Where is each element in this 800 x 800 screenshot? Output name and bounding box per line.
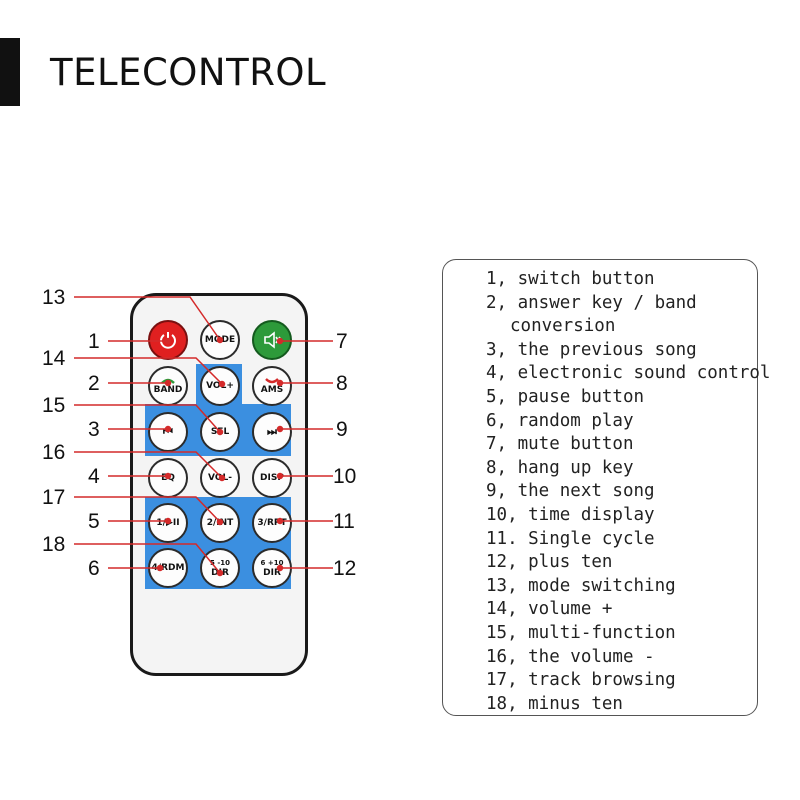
legend-item: 1, switch button: [486, 269, 655, 289]
plus-ten-label: 6 +10: [260, 559, 284, 567]
callout-18: 18: [42, 533, 66, 556]
previous-track-icon: ⏮: [163, 425, 173, 438]
callout-10: 10: [333, 465, 357, 488]
callout-7: 7: [336, 330, 348, 353]
legend-item: 9, the next song: [486, 481, 655, 502]
int-button-label: 2/INT: [206, 518, 234, 528]
callout-4: 4: [88, 465, 100, 488]
callout-1: 1: [88, 330, 100, 353]
legend-item: 17, track browsing: [486, 670, 676, 691]
page-title: TELECONTROL: [50, 51, 327, 94]
legend-item: 11. Single cycle: [486, 528, 655, 549]
legend-item: 5, pause button: [486, 386, 645, 407]
legend-item: 10, time display: [486, 504, 655, 525]
callout-8: 8: [336, 372, 348, 395]
rpt-button[interactable]: 3/RPT: [252, 503, 292, 543]
mode-button-label: MODE: [204, 335, 236, 345]
mode-button[interactable]: MODE: [200, 320, 240, 360]
rpt-button-label: 3/RPT: [257, 518, 287, 528]
band-button[interactable]: BAND: [148, 366, 188, 406]
previous-track-button[interactable]: ⏮: [148, 412, 188, 452]
legend-item: 8, hang up key: [486, 457, 634, 478]
minus-ten-label: 5 -10: [210, 559, 230, 567]
power-icon: [160, 332, 176, 349]
minus-ten-button[interactable]: 5 -10 DIR: [200, 548, 240, 588]
callout-17: 17: [42, 486, 66, 509]
disp-button-label: DISP: [260, 473, 284, 483]
callout-13: 13: [42, 286, 66, 309]
legend-item: 15, multi-function: [486, 622, 676, 643]
phone-hangup-icon: [265, 378, 279, 384]
legend-box: 1, switch button 2, answer key / band co…: [442, 259, 771, 716]
callout-5: 5: [88, 510, 100, 533]
vol-minus-label: VOL-: [208, 473, 232, 483]
ams-button[interactable]: AMS: [252, 366, 292, 406]
title-accent-bar: [0, 38, 20, 106]
callout-2: 2: [88, 372, 100, 395]
legend-item: 2, answer key / band: [486, 292, 697, 313]
callout-6: 6: [88, 557, 100, 580]
legend-item: conversion: [510, 316, 616, 337]
sel-button[interactable]: SEL: [200, 412, 240, 452]
legend-item: 18, minus ten: [486, 693, 623, 714]
sel-button-label: SEL: [210, 427, 230, 437]
legend-item: 4, electronic sound control: [486, 363, 771, 384]
vol-minus-button[interactable]: VOL-: [200, 458, 240, 498]
callout-15: 15: [42, 394, 66, 417]
callout-16: 16: [42, 441, 66, 464]
legend-item: 16, the volume -: [486, 646, 655, 667]
vol-plus-label: VOL+: [206, 381, 234, 391]
legend-item: 7, mute button: [486, 434, 634, 455]
legend-item: 12, plus ten: [486, 552, 613, 573]
ams-button-label: AMS: [260, 385, 284, 395]
minus-ten-sublabel: DIR: [211, 568, 229, 578]
legend-item: 14, volume +: [486, 599, 613, 620]
callout-3: 3: [88, 418, 100, 441]
mute-button[interactable]: [252, 320, 292, 360]
rdm-button-label: 4/RDM: [151, 563, 185, 573]
mute-speaker-icon: [264, 331, 281, 349]
next-track-button[interactable]: ⏭: [252, 412, 292, 452]
int-button[interactable]: 2/INT: [200, 503, 240, 543]
disp-button[interactable]: DISP: [252, 458, 292, 498]
eq-button[interactable]: EQ: [148, 458, 188, 498]
callout-9: 9: [336, 418, 348, 441]
callout-14: 14: [42, 347, 66, 370]
band-button-label: BAND: [153, 385, 183, 395]
callout-12: 12: [333, 557, 357, 580]
plus-ten-sublabel: DIR: [263, 568, 281, 578]
plus-ten-button[interactable]: 6 +10 DIR: [252, 548, 292, 588]
legend-item: 6, random play: [486, 410, 634, 431]
legend-item: 13, mode switching: [486, 575, 676, 596]
legend-item: 3, the previous song: [486, 339, 697, 360]
power-button[interactable]: [148, 320, 188, 360]
vol-plus-button[interactable]: VOL+: [200, 366, 240, 406]
next-track-icon: ⏭: [267, 425, 277, 438]
callout-11: 11: [333, 510, 355, 533]
phone-answer-icon: [161, 378, 175, 384]
rdm-button[interactable]: 4/RDM: [148, 548, 188, 588]
eq-button-label: EQ: [161, 473, 175, 483]
play-pause-label: 1/▶II: [156, 518, 180, 528]
play-pause-button[interactable]: 1/▶II: [148, 503, 188, 543]
